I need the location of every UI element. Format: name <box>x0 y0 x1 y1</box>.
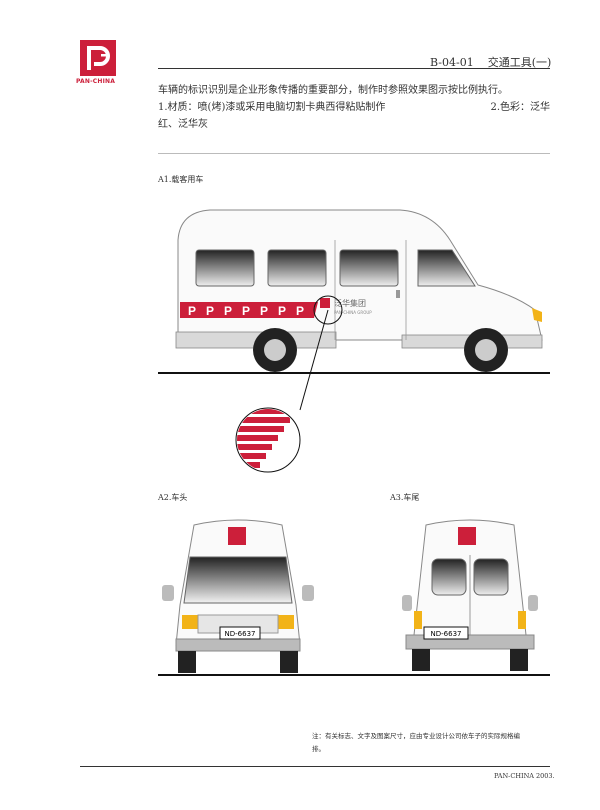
side-logo-text: 泛华集团 <box>334 298 366 308</box>
svg-text:P: P <box>206 304 214 318</box>
page-code: B-04-01 交通工具(一) <box>430 54 551 70</box>
caption-a2: A2.车头 <box>158 493 188 502</box>
brand-name: PAN-CHINA <box>76 78 116 85</box>
svg-text:P: P <box>242 304 250 318</box>
svg-text:P: P <box>260 304 268 318</box>
ground-line-a1 <box>158 372 550 374</box>
page-title: 交通工具(一) <box>487 56 552 69</box>
rear-logo <box>458 527 476 545</box>
intro-line-2: 1.材质：喷(烤)漆或采用电脑切割卡典西得粘贴制作 2.色彩：泛华 <box>158 99 550 116</box>
svg-text:P: P <box>296 304 304 318</box>
caption-a1: A1.载客用车 <box>158 175 204 184</box>
front-logo <box>228 527 246 545</box>
side-logo-sub: PAN-CHINA GROUP <box>334 310 372 315</box>
footnote-line-2: 排。 <box>312 745 325 753</box>
van-front-view: ND-6637 <box>162 519 314 673</box>
ground-line-front-rear <box>158 674 550 676</box>
intro-color-label: 2.色彩：泛华 <box>490 102 550 113</box>
header-divider <box>158 68 550 69</box>
footer-divider <box>80 766 550 767</box>
rear-plate: ND-6637 <box>431 630 462 638</box>
caption-a3: A3.车尾 <box>390 493 420 502</box>
footnote-line-1: 注：有关标志、文字及图案尺寸，应由专业设计公司依车子的实际规格编 <box>312 732 520 740</box>
front-plate: ND-6637 <box>225 630 256 638</box>
page-code-number: B-04-01 <box>430 56 474 69</box>
intro-text: 车辆的标识识别是企业形象传播的重要部分，制作时参照效果图示按比例执行。 1.材质… <box>158 82 550 133</box>
section-divider <box>158 153 550 154</box>
svg-text:P: P <box>224 304 232 318</box>
brand-logo <box>80 40 116 76</box>
footer-text: PAN-CHINA 2003. <box>494 772 555 780</box>
footnote: 注：有关标志、文字及图案尺寸，应由专业设计公司依车子的实际规格编 排。 <box>312 730 552 756</box>
stripe-detail-zoom <box>235 309 329 473</box>
van-rear-view: ND-6637 <box>402 519 538 671</box>
svg-text:P: P <box>278 304 286 318</box>
intro-line-3: 红、泛华灰 <box>158 119 208 130</box>
intro-line-1: 车辆的标识识别是企业形象传播的重要部分，制作时参照效果图示按比例执行。 <box>158 85 508 96</box>
intro-material: 1.材质：喷(烤)漆或采用电脑切割卡典西得粘贴制作 <box>158 102 386 113</box>
svg-text:P: P <box>188 304 196 318</box>
